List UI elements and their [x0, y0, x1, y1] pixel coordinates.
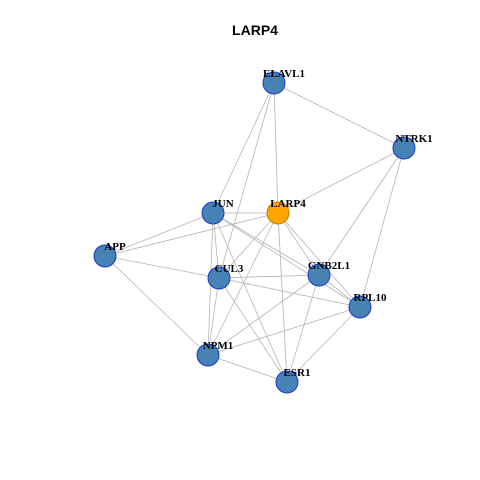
edge-larp4-app — [104, 212, 279, 257]
edge-rpl10-npm1 — [207, 306, 361, 356]
edge-larp4-npm1 — [207, 212, 279, 356]
edge-larp4-gnb2l1 — [277, 212, 320, 276]
edge-jun-gnb2l1 — [212, 212, 320, 276]
node-circle-npm1 — [196, 343, 220, 367]
edge-elavl1-ntrk1 — [273, 82, 405, 149]
node-circle-ntrk1 — [392, 136, 416, 160]
edge-larp4-rpl10 — [277, 212, 361, 308]
node-circle-rpl10 — [348, 295, 372, 319]
node-circle-elavl1 — [262, 71, 286, 95]
node-rpl10: RPL10 — [348, 292, 388, 319]
node-label-gnb2l1: GNB2L1 — [308, 260, 350, 272]
node-circle-gnb2l1 — [307, 263, 331, 287]
edge-jun-rpl10 — [212, 212, 361, 308]
edge-larp4-esr1 — [277, 212, 288, 383]
edge-ntrk1-rpl10 — [359, 147, 405, 308]
edge-gnb2l1-npm1 — [207, 274, 320, 356]
node-circle-jun — [201, 201, 225, 225]
node-esr1: ESR1 — [275, 367, 311, 394]
node-circle-cul3 — [207, 266, 231, 290]
node-circle-app — [93, 244, 117, 268]
node-app: APP — [93, 241, 126, 268]
node-label-larp4: LARP4 — [270, 198, 306, 210]
node-npm1: NPM1 — [196, 340, 234, 367]
edge-cul3-npm1 — [207, 277, 220, 356]
node-jun: JUN — [201, 198, 234, 225]
edge-ntrk1-larp4 — [277, 147, 405, 214]
edge-npm1-esr1 — [207, 354, 288, 383]
edge-app-npm1 — [104, 255, 209, 356]
edge-elavl1-cul3 — [218, 82, 275, 279]
node-label-ntrk1: NTRK1 — [395, 133, 432, 145]
node-ntrk1: NTRK1 — [392, 133, 433, 160]
edge-jun-app — [104, 212, 214, 257]
node-label-esr1: ESR1 — [284, 367, 311, 379]
node-gnb2l1: GNB2L1 — [307, 260, 350, 287]
edge-elavl1-jun — [212, 82, 275, 214]
edge-elavl1-larp4 — [273, 82, 279, 214]
node-label-elavl1: ELAVL1 — [263, 68, 305, 80]
edge-app-cul3 — [104, 255, 220, 279]
edge-cul3-gnb2l1 — [218, 274, 320, 279]
node-circle-larp4 — [266, 201, 290, 225]
edge-cul3-esr1 — [218, 277, 288, 383]
edge-cul3-rpl10 — [218, 277, 361, 308]
node-label-app: APP — [104, 241, 126, 253]
edge-ntrk1-gnb2l1 — [318, 147, 405, 276]
edge-rpl10-esr1 — [286, 306, 361, 383]
graph-title: LARP4 — [232, 22, 278, 38]
node-label-npm1: NPM1 — [203, 340, 234, 352]
edge-gnb2l1-esr1 — [286, 274, 320, 383]
node-elavl1: ELAVL1 — [262, 68, 305, 95]
node-label-rpl10: RPL10 — [354, 292, 388, 304]
node-cul3: CUL3 — [207, 263, 244, 290]
edge-larp4-cul3 — [218, 212, 279, 279]
node-label-jun: JUN — [212, 198, 233, 210]
node-larp4: LARP4 — [266, 198, 306, 225]
node-label-cul3: CUL3 — [215, 263, 244, 275]
node-circle-esr1 — [275, 370, 299, 394]
edge-jun-esr1 — [212, 212, 288, 383]
